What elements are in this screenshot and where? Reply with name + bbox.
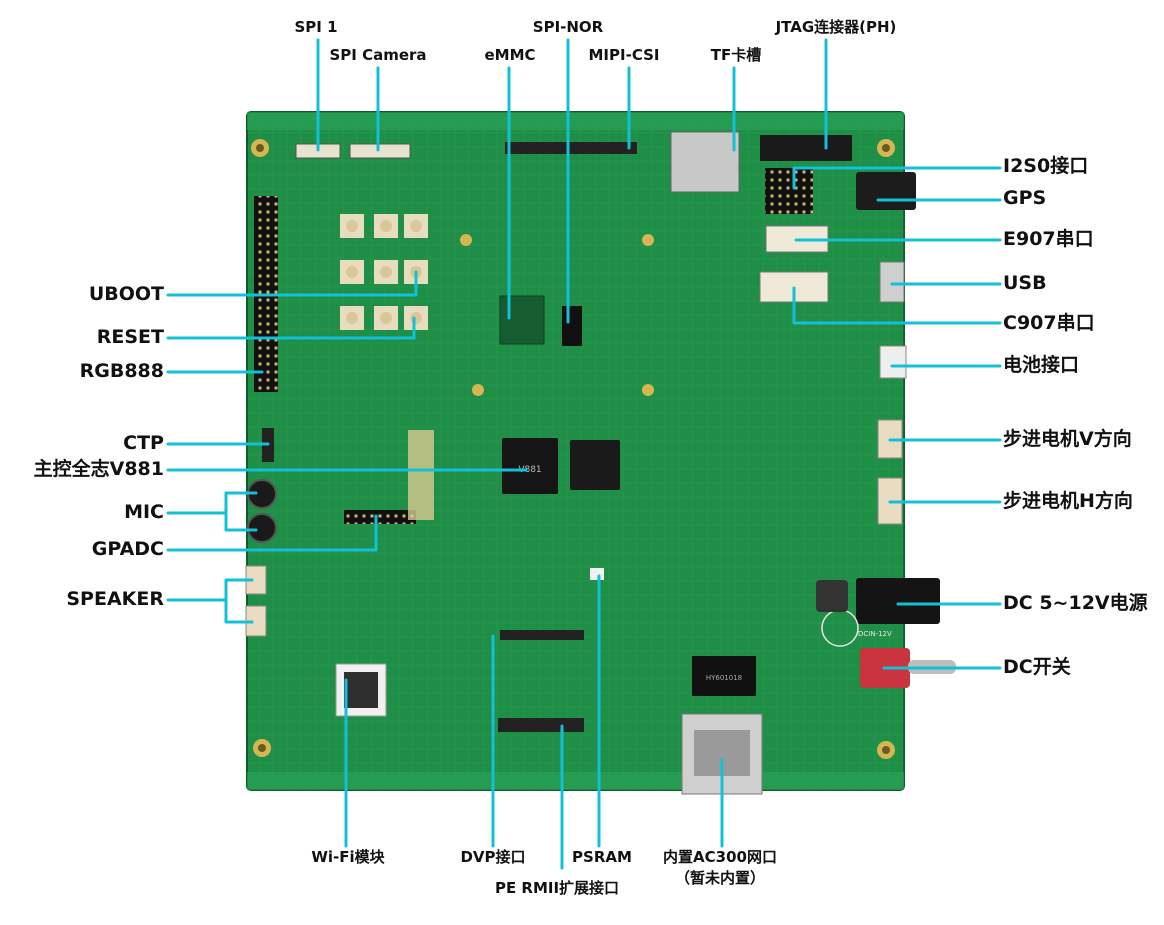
label-gpadc: GPADC — [91, 538, 164, 560]
label-ctp: CTP — [123, 432, 164, 454]
label-battery: 电池接口 — [1003, 354, 1080, 376]
label-gps: GPS — [1003, 187, 1047, 209]
leader-c907 — [792, 286, 1002, 325]
label-speaker: SPEAKER — [66, 588, 164, 610]
label-ac300-note: （暂未内置） — [674, 869, 766, 887]
label-c907-uart: C907串口 — [1003, 312, 1095, 334]
right-connectors — [759, 225, 956, 688]
label-i2s0: I2S0接口 — [1003, 155, 1089, 177]
leader-mic — [166, 491, 258, 532]
leader-gpadc — [166, 514, 378, 552]
label-main-soc: 主控全志V881 — [33, 458, 164, 480]
label-e907-uart: E907串口 — [1003, 228, 1094, 250]
label-stepper-v: 步进电机V方向 — [1003, 428, 1132, 450]
label-uboot: UBOOT — [88, 283, 164, 305]
label-mic: MIC — [124, 501, 164, 523]
soc-chip-mark: V881 — [518, 465, 541, 475]
label-wifi: Wi-Fi模块 — [311, 848, 385, 866]
ethernet-chip-mark: HY601018 — [706, 674, 742, 682]
label-psram: PSRAM — [572, 848, 632, 866]
label-dc-switch: DC开关 — [1003, 656, 1071, 678]
leader-speaker — [166, 578, 254, 624]
label-spi-camera: SPI Camera — [329, 46, 427, 64]
label-ac300: 内置AC300网口 — [663, 848, 777, 866]
label-rgb888: RGB888 — [79, 360, 164, 382]
label-mipi-csi: MIPI-CSI — [588, 46, 660, 64]
label-usb: USB — [1003, 272, 1047, 294]
mounting-holes — [251, 139, 895, 759]
label-dc-power: DC 5~12V电源 — [1003, 592, 1148, 614]
label-spi-nor: SPI-NOR — [532, 18, 604, 36]
label-reset: RESET — [96, 326, 164, 348]
label-emmc: eMMC — [484, 46, 536, 64]
leader-reset — [166, 316, 416, 340]
label-jtag: JTAG连接器(PH) — [775, 18, 897, 36]
leader-uboot — [166, 270, 418, 297]
label-tf-slot: TF卡槽 — [710, 46, 762, 64]
dcin-mark: DCIN-12V — [858, 630, 892, 638]
label-pe-rmii: PE RMII扩展接口 — [494, 879, 620, 897]
leader-lines — [166, 38, 1002, 870]
leader-i2s0 — [792, 166, 1002, 190]
chips: V881 HY601018 DCIN-12V — [335, 295, 892, 795]
label-spi1: SPI 1 — [294, 18, 338, 36]
label-stepper-h: 步进电机H方向 — [1003, 490, 1133, 512]
label-dvp: DVP接口 — [460, 848, 526, 866]
